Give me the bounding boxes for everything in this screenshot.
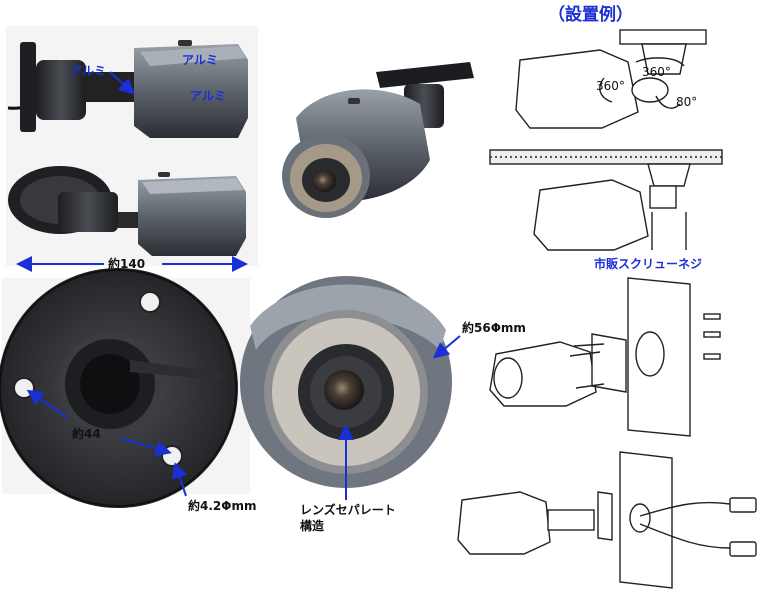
arrow-aluminum-1 [109, 71, 135, 95]
drawing-wall-mount [489, 277, 721, 437]
label-lens-separate-1: レンズセパレート [300, 502, 396, 517]
photo-front-angle [282, 62, 474, 218]
label-aluminum-1: アルミ [70, 64, 106, 78]
label-rot-360-b: 360° [596, 79, 625, 93]
photo-side-views [6, 26, 258, 266]
label-width: 約140 [108, 256, 145, 271]
drawing-ceiling-mount [489, 149, 723, 251]
label-diameter-56: 約56Φmm [462, 320, 526, 335]
photo-mount-plate [0, 268, 250, 508]
dimension-width: 約140 [16, 256, 248, 272]
label-aluminum-2: アルミ [182, 53, 218, 67]
camera-side-view-2 [8, 166, 246, 256]
label-rot-360-a: 360° [642, 65, 671, 79]
camera-side-view-1 [7, 40, 248, 138]
photo-lens-closeup [240, 276, 452, 488]
drawing-wall-cable [457, 451, 757, 589]
page-title: （設置例） [548, 4, 633, 25]
label-tilt-80: 80° [676, 95, 697, 109]
label-mount-44: 約44 [72, 426, 101, 441]
label-screw-hole: 約4.2Φmm [188, 498, 256, 513]
label-aluminum-3: アルミ [190, 89, 226, 103]
label-lens-separate-2: 構造 [300, 518, 325, 533]
drawing-rotation [515, 29, 707, 129]
label-commercial-screws: 市販スクリューネジ [594, 256, 702, 271]
